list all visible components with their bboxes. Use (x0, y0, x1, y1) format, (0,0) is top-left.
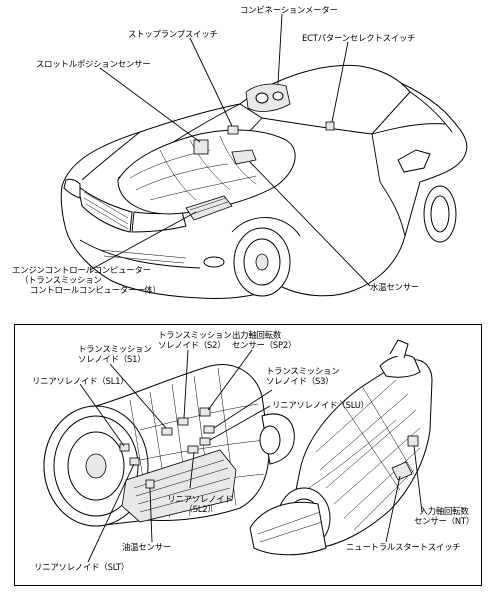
label-linear-solenoid-sl2-line1: リニアソレノイド (167, 494, 233, 504)
solenoid-s1 (161, 427, 173, 436)
label-neutral-start-switch: ニュートラルスタートスイッチ (346, 542, 461, 552)
label-linear-solenoid-slu: リニアソレノイド（SLU） (272, 400, 369, 410)
solenoid-slt (129, 457, 140, 466)
label-output-shaft-sensor-line1: 出力軸回転数 (232, 330, 282, 340)
transmission-panel (14, 324, 482, 586)
label-linear-solenoid-sl1: リニアソレノイド（SL1） (32, 376, 129, 386)
throttle-body (193, 139, 209, 155)
label-engine-computer-line1: エンジンコントロールコンピューター (12, 265, 151, 275)
label-solenoid-s2-line1: トランスミッション (158, 330, 232, 340)
neutral-start-switch-unit (391, 461, 413, 481)
label-solenoid-s1-line2: ソレノイド（S1） (78, 354, 146, 364)
label-throttle-position-sensor: スロットルポジションセンサー (36, 59, 151, 69)
label-engine-computer-line3: コントロールコンピューター一体） (30, 285, 161, 295)
output-sensor-sp2 (199, 407, 211, 417)
input-sensor-nt (407, 435, 419, 447)
solenoid-sl2 (187, 445, 199, 454)
label-water-temp-sensor: 水温センサー (370, 282, 420, 292)
engine-computer-unit (185, 195, 233, 221)
label-input-shaft-sensor-line1: 入力軸回転数 (419, 506, 469, 516)
label-linear-solenoid-slt: リニアソレノイド（SLT） (34, 562, 130, 572)
solenoid-s3 (203, 425, 215, 434)
label-ect-pattern-select-switch: ECTパターンセレクトスイッチ (302, 33, 416, 43)
solenoid-slu (199, 437, 211, 446)
label-combination-meter: コンビネーションメーター (240, 5, 338, 15)
label-oil-temp-sensor: 油温センサー (122, 542, 172, 552)
label-solenoid-s1-line1: トランスミッション (78, 344, 152, 354)
label-solenoid-s2-line2: ソレノイド（S2） (158, 340, 226, 350)
label-solenoid-s3-line1: トランスミッション (266, 366, 340, 376)
label-output-shaft-sensor-line2: センサー（SP2） (232, 340, 297, 350)
solenoid-s2 (177, 417, 189, 426)
label-linear-solenoid-sl2-line2: （SL2） (184, 504, 216, 514)
label-solenoid-s3-line2: ソレノイド（S3） (266, 376, 334, 386)
solenoid-sl1 (119, 443, 130, 452)
label-engine-computer-line2: （トランスミッション (20, 275, 102, 285)
oil-temp-sensor-unit (145, 479, 155, 489)
front-grille (77, 184, 133, 233)
windshield (239, 64, 411, 135)
label-stop-lamp-switch: ストップランプスイッチ (128, 29, 218, 39)
label-input-shaft-sensor-line2: センサー（NT） (414, 516, 475, 526)
